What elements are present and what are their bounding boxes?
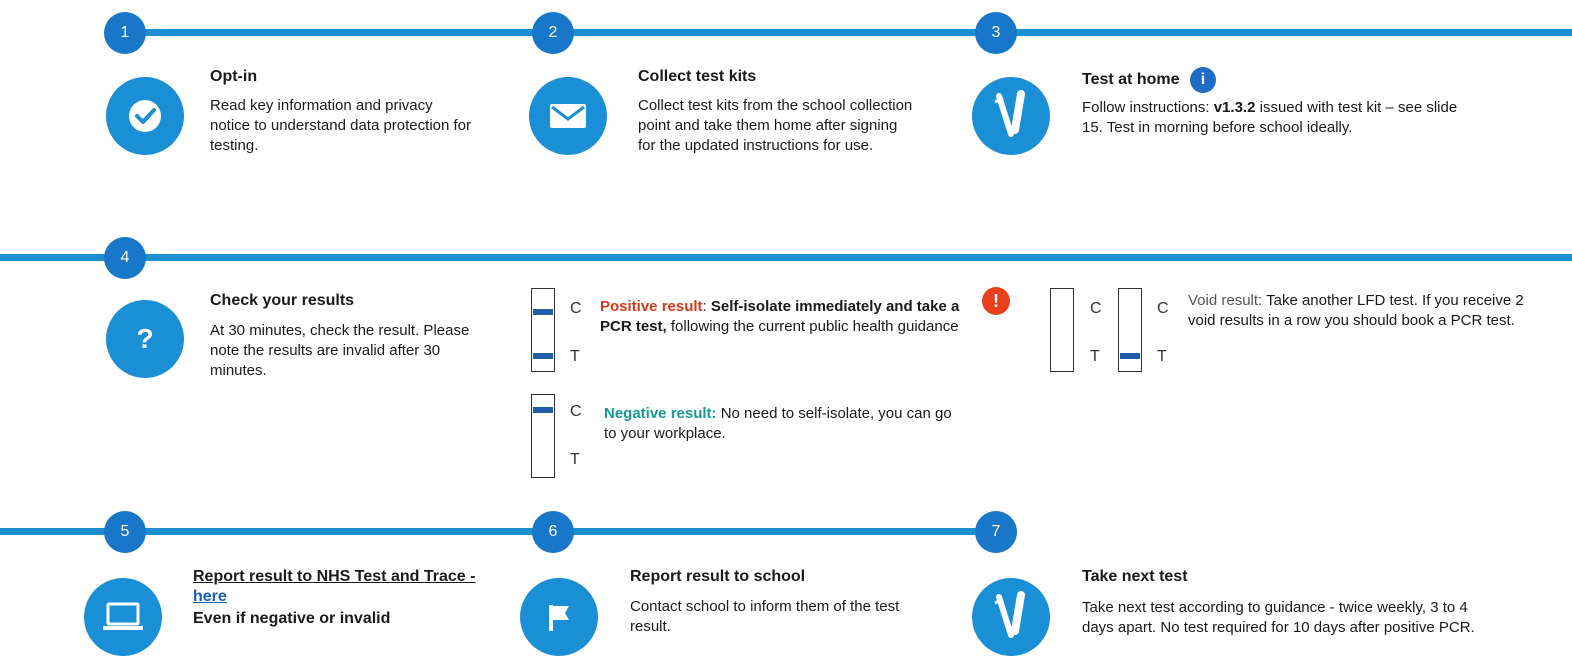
positive-t-label: T (570, 348, 580, 365)
positive-result-text: Positive result: Self-isolate immediatel… (600, 297, 980, 337)
void-result-text: Void result: Take another LFD test. If y… (1188, 291, 1538, 331)
question-glyph: ? (136, 323, 154, 354)
swab-icon-step-7 (972, 578, 1050, 656)
negative-t-label: T (570, 451, 580, 468)
positive-label: Positive result (600, 298, 703, 315)
negative-test-strip (531, 394, 555, 478)
laptop-icon (84, 578, 162, 656)
flag-icon (520, 578, 598, 656)
step-3-title: Test at home i (1082, 67, 1216, 93)
step-6-body: Contact school to inform them of the tes… (630, 598, 900, 635)
step-4-body: At 30 minutes, check the result. Please … (210, 322, 470, 379)
timeline-line-row-3 (0, 528, 1000, 535)
step-4-title: Check your results (210, 292, 355, 309)
step-5-title: Report result to NHS Test and Trace - he… (193, 567, 483, 607)
step-1-title: Opt-in (210, 68, 258, 85)
negative-rest: No need to self-isolate, you can go to y… (604, 405, 952, 442)
void-2-t-band (1120, 353, 1140, 359)
step-5-number-badge: 5 (104, 511, 146, 553)
step-1-body: Read key information and privacy notice … (210, 97, 472, 154)
positive-instruction: Self-isolate immediately and take a PCR … (600, 298, 960, 335)
positive-c-band (533, 309, 553, 315)
void-1-t-label: T (1090, 348, 1100, 365)
void-2-c-label: C (1157, 300, 1169, 317)
swab-icon (972, 77, 1050, 155)
step-2-title: Collect test kits (638, 68, 757, 85)
positive-c-label: C (570, 300, 582, 317)
positive-colon: : (702, 298, 707, 315)
negative-c-band (533, 407, 553, 413)
step-6-number-badge: 6 (532, 511, 574, 553)
info-icon[interactable]: i (1189, 67, 1216, 93)
negative-result-text: Negative result: No need to self-isolate… (604, 404, 964, 444)
step-2-number-badge: 2 (532, 12, 574, 54)
alert-icon: ! (982, 287, 1010, 315)
negative-label: Negative result: (604, 405, 717, 422)
step-3-body: Follow instructions: v1.3.2 issued with … (1082, 98, 1467, 138)
void-2-t-label: T (1157, 348, 1167, 365)
nhs-report-link[interactable]: here (193, 588, 227, 605)
void-rest: Take another LFD test. If you receive 2 … (1188, 292, 1524, 329)
question-icon: ? (106, 300, 184, 378)
void-1-c-label: C (1090, 300, 1102, 317)
step-4-number-badge: 4 (104, 237, 146, 279)
void-test-strip-1 (1050, 288, 1074, 372)
negative-c-label: C (570, 403, 582, 420)
step-3-number-badge: 3 (975, 12, 1017, 54)
step-3-version: v1.3.2 (1213, 99, 1256, 116)
step-5-subtitle: Even if negative or invalid (193, 610, 391, 627)
timeline-line-row-1 (107, 29, 1572, 36)
step-3-title-text: Test at home (1082, 71, 1180, 89)
step-7-number-badge: 7 (975, 511, 1017, 553)
check-icon (106, 77, 184, 155)
void-label: Void result: (1188, 292, 1263, 309)
step-5-title-text: Report result to NHS Test and Trace - (193, 568, 476, 585)
positive-rest: following the current public health guid… (666, 318, 959, 335)
positive-test-strip (531, 288, 555, 372)
void-test-strip-2 (1118, 288, 1142, 372)
step-7-body: Take next test according to guidance - t… (1082, 599, 1475, 636)
timeline-line-row-2 (0, 254, 1572, 261)
step-7-title: Take next test (1082, 568, 1188, 585)
step-3-body-post: issued with test kit – see slide 15. Tes… (1082, 99, 1458, 136)
envelope-icon (529, 77, 607, 155)
step-2-body: Collect test kits from the school collec… (638, 97, 913, 154)
step-1-number-badge: 1 (104, 12, 146, 54)
positive-t-band (533, 353, 553, 359)
step-3-body-pre: Follow instructions: (1082, 99, 1214, 116)
step-6-title: Report result to school (630, 568, 806, 585)
